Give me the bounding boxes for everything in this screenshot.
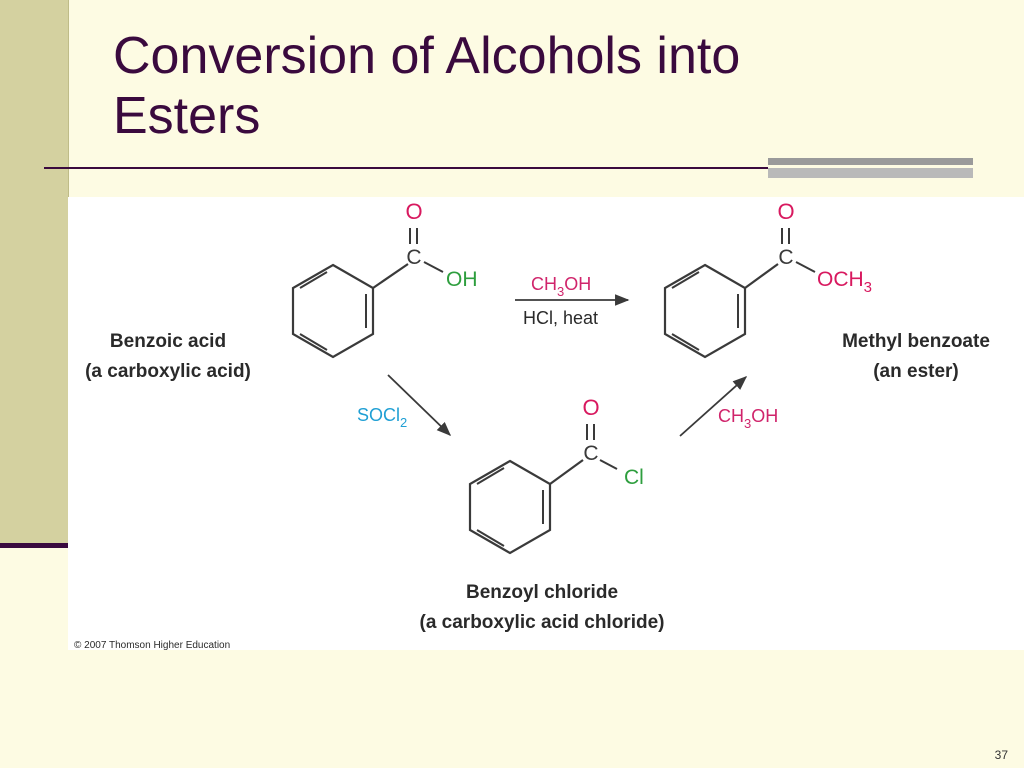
benzoyl-chloride-oxygen: O [582,395,599,420]
left-decor-band [0,0,69,548]
step1-reaction: SOCl2 [357,374,452,437]
methyl-benzoate-name: Methyl benzoate [842,331,990,352]
reaction-diagram: O C OH Benzoic acid (a carboxylic acid) … [74,199,990,650]
direct-reaction: CH3OH HCl, heat [515,274,630,328]
page-number: 37 [994,748,1008,762]
step1-arrow [387,374,452,437]
benzoic-acid-carbon: C [406,246,421,269]
step2-reaction: CH3OH [679,376,778,437]
step2-arrow [679,376,748,437]
methyl-benzoate-oxygen: O [777,199,794,224]
copyright-notice: © 2007 Thomson Higher Education [74,640,230,650]
benzoic-acid-structure: O C OH [291,199,478,359]
benzoic-acid-desc: (a carboxylic acid) [85,361,251,382]
benzoyl-chloride-cl: Cl [624,466,644,489]
title-underline [44,167,774,169]
benzoic-acid-name: Benzoic acid [110,331,226,352]
direct-condition: HCl, heat [523,308,598,328]
benzene-ring [468,459,552,555]
step2-reagent: CH3OH [718,406,778,431]
benzoyl-chloride-name: Benzoyl chloride [466,582,618,603]
left-band-base-line [0,543,68,548]
title-accent-bar [768,158,973,178]
benzoyl-chloride-carbon: C [583,442,598,465]
methyl-benzoate-structure: O C OCH3 [663,199,872,359]
benzene-ring [291,263,375,359]
step1-reagent: SOCl2 [357,405,407,430]
benzoic-acid-oxygen: O [405,199,422,224]
reaction-figure: O C OH Benzoic acid (a carboxylic acid) … [68,197,1024,650]
benzoyl-chloride-desc: (a carboxylic acid chloride) [420,612,665,633]
slide-title: Conversion of Alcohols into Esters [113,27,741,145]
methyl-benzoate-carbon: C [778,246,793,269]
methyl-benzoate-desc: (an ester) [873,361,959,382]
methyl-benzoate-och3: OCH3 [817,268,872,296]
direct-reagent: CH3OH [531,274,591,299]
benzoyl-chloride-structure: O C Cl [468,395,644,555]
benzene-ring [663,263,747,359]
benzoic-acid-oh: OH [446,268,478,291]
